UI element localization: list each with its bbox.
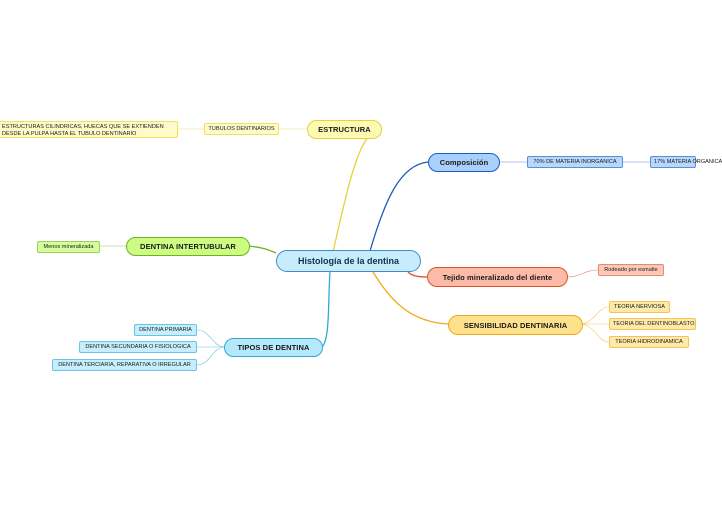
- subtopic-tubulos-descripcion[interactable]: ESTRUCTURAS CILINDRICAS, HUECAS QUE SE E…: [0, 121, 178, 138]
- connector-primaria: [196, 329, 225, 348]
- connector-composicion: [369, 161, 429, 252]
- topic-dentina-intertubular[interactable]: DENTINA INTERTUBULAR: [126, 237, 250, 256]
- connector-nerviosa: [581, 306, 610, 325]
- topic-tipos-de-dentina[interactable]: TIPOS DE DENTINA: [224, 338, 323, 357]
- topic-sensibilidad-dentinaria[interactable]: SENSIBILIDAD DENTINARIA: [448, 315, 583, 335]
- connector-rodeado: [566, 269, 599, 278]
- connector-estructura: [332, 134, 371, 253]
- subtopic-teoria-hidrodinamica[interactable]: TEORIA HIDRODINAMICA: [609, 336, 689, 348]
- subtopic-teoria-dentinoblasto[interactable]: TEORIA DEL DENTINOBLASTO: [609, 318, 696, 330]
- topic-composicion[interactable]: Composición: [428, 153, 500, 172]
- subtopic-teoria-nerviosa[interactable]: TEORIA NERVIOSA: [609, 301, 670, 313]
- connector-hidrodinamica: [581, 323, 610, 343]
- subtopic-rodeado-por-esmalte[interactable]: Rodeado por esmalte: [598, 264, 664, 276]
- connector-tejido: [407, 271, 428, 278]
- topic-estructura[interactable]: ESTRUCTURA: [307, 120, 382, 139]
- topic-tejido-mineralizado[interactable]: Tejido mineralizado del diente: [427, 267, 568, 287]
- subtopic-materia-organica[interactable]: 17% MATERIA ORGANICA: [650, 156, 722, 168]
- subtopic-menos-mineralizada[interactable]: Menos mineralizada: [37, 241, 100, 253]
- subtopic-materia-inorganica[interactable]: 70% DE MATERIA INORGANICA: [527, 156, 623, 168]
- root-topic[interactable]: Histología de la dentina: [276, 250, 421, 272]
- subtopic-tubulos-dentinarios[interactable]: TUBULOS DENTINARIOS: [204, 123, 279, 135]
- connector-tipos: [321, 271, 331, 348]
- subtopic-dentina-secundaria[interactable]: DENTINA SECUNDARIA O FISIOLOGICA: [79, 341, 197, 353]
- mindmap-connectors: [100, 128, 650, 366]
- connector-sensibilidad: [372, 271, 449, 325]
- connector-terciaria: [196, 346, 225, 366]
- connector-intertubular: [247, 245, 277, 254]
- subtopic-dentina-primaria[interactable]: DENTINA PRIMARIA: [134, 324, 197, 336]
- subtopic-dentina-terciaria[interactable]: DENTINA TERCIARIA, REPARATIVA O IRREGULA…: [52, 359, 197, 371]
